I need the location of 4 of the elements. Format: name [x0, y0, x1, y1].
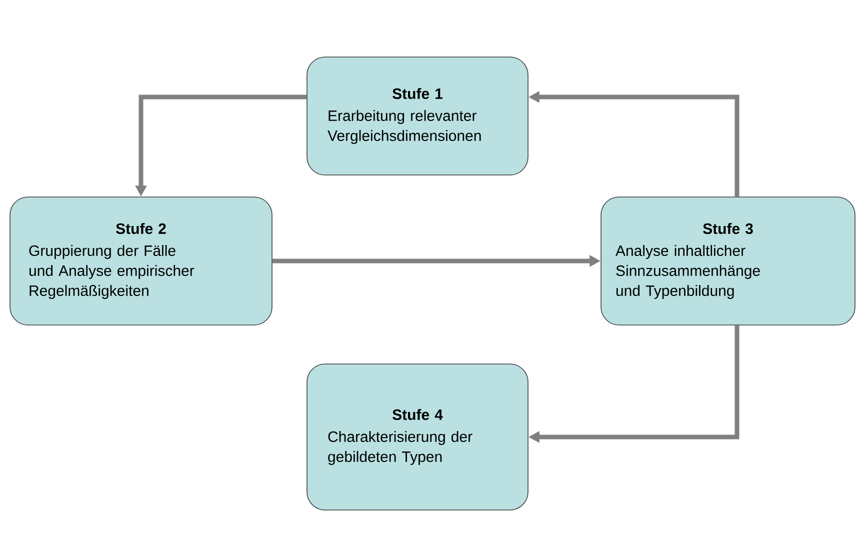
stage-box: Stufe 3 Analyse inhaltlicher Sinnzusammenhänge und Typenbildung — [600, 196, 856, 326]
stage-box: Stufe 1 Erarbeitung relevanter Vergleichsdimensionen — [306, 56, 528, 176]
stage-box: Stufe 2 Gruppierung der Fälle und Analyse empirischer Regelmäßigkeiten — [10, 196, 272, 326]
stage-box: Stufe 4 Charakterisierung der gebildeten Typen — [306, 364, 528, 510]
